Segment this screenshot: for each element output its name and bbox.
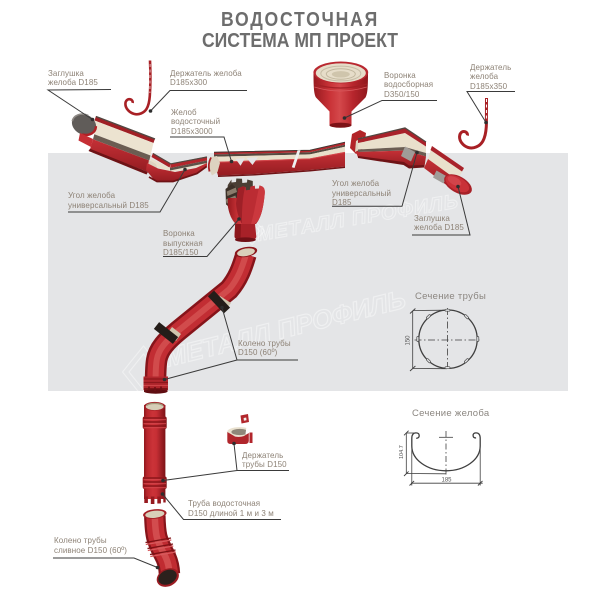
svg-text:104.7: 104.7 bbox=[399, 445, 405, 459]
svg-text:185: 185 bbox=[442, 478, 453, 484]
svg-text:150: 150 bbox=[406, 335, 412, 346]
